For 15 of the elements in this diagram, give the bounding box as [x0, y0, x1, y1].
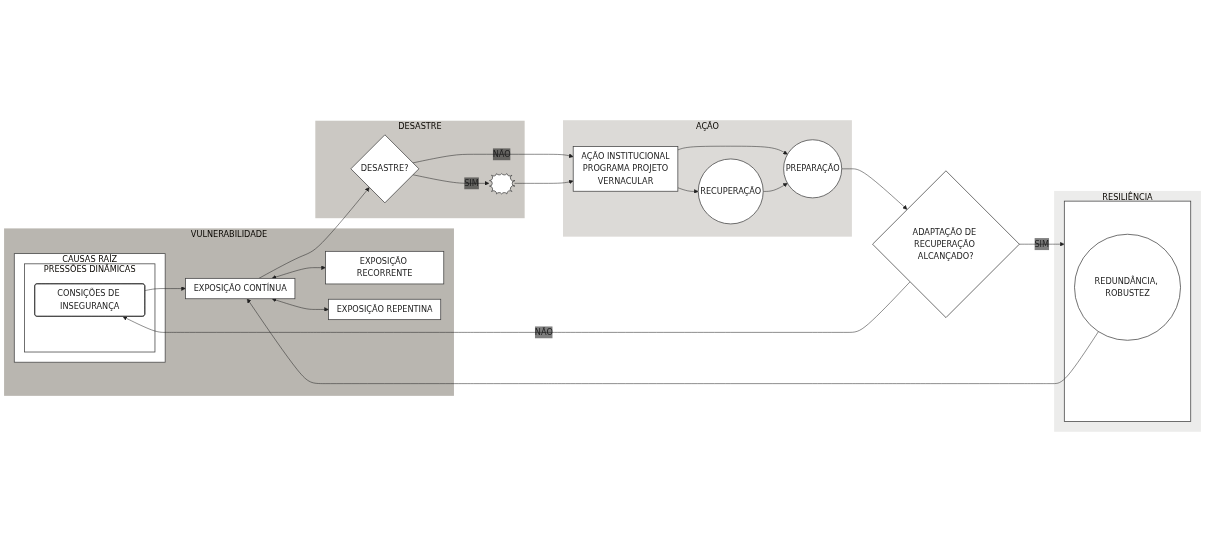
cluster [1063, 200, 1192, 422]
node-circle: RECUPERAÇÃO [697, 158, 764, 225]
edge-label: SIM [1034, 239, 1050, 249]
node-star [489, 173, 516, 195]
node-diamond: DESASTRE? [350, 134, 420, 204]
edge-label: NÃO [492, 149, 511, 159]
edge-label: SIM [464, 178, 479, 188]
node-box: EXPOSIÇÃO RECORRENTE [325, 250, 445, 285]
node-box: EXPOSIÇÃO REPENTINA [328, 298, 442, 320]
node-box: EXPOSIÇÃO CONTÍNUA [185, 277, 296, 300]
node-box: AÇÃO INSTITUCIONAL PROGRAMA PROJETO VERNACULAR [572, 146, 679, 192]
node-circle: REDUNDÂNCIA, ROBUSTEZ [1074, 233, 1181, 341]
node-circle: PREPARAÇÃO [783, 139, 843, 199]
node-diamond: ADAPTAÇÃO DE RECUPERAÇÃO ALCANÇADO? [872, 170, 1020, 318]
edge-label: NÃO [534, 327, 553, 337]
